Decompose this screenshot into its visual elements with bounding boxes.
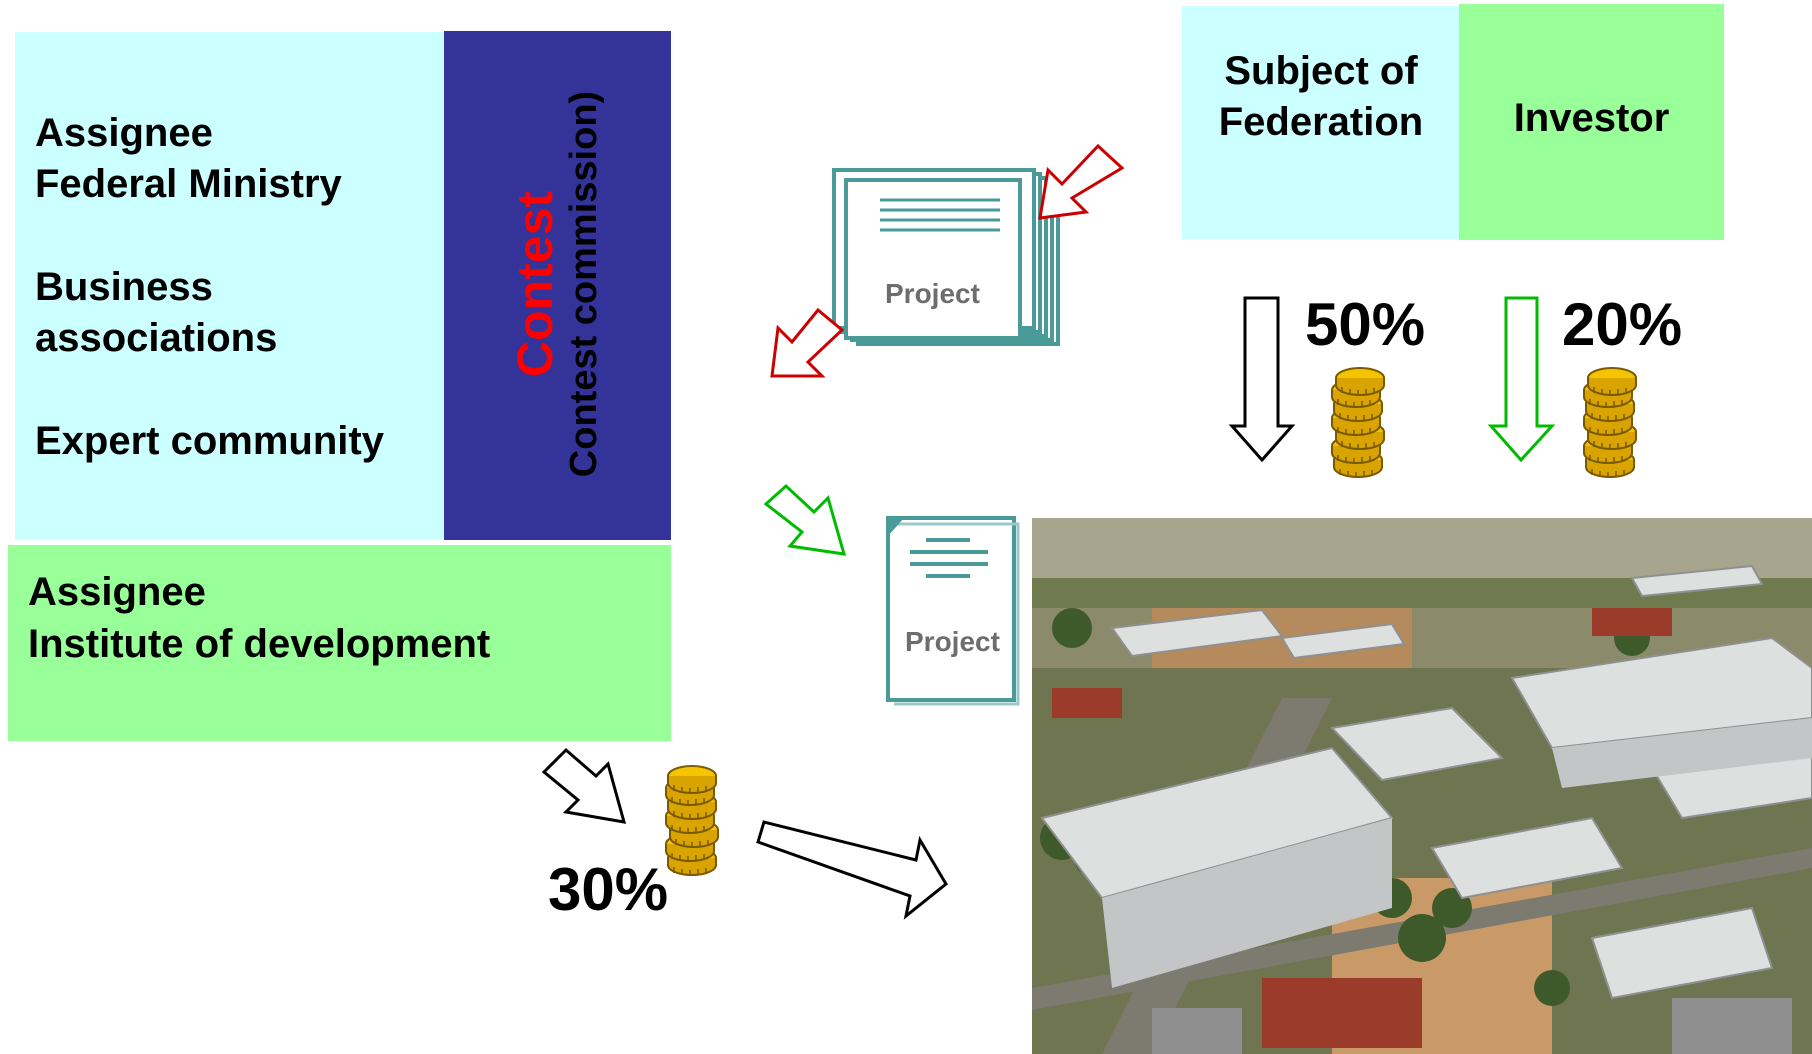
stakeholder-list: Assignee Federal Ministry Business assoc… <box>35 108 384 467</box>
arrow-icon <box>756 820 948 920</box>
contest-panel <box>444 31 671 540</box>
arrow-icon <box>763 483 847 556</box>
share-institute: 30% <box>548 856 669 923</box>
document-icon <box>886 516 1020 706</box>
industrial-park-photo <box>1032 518 1812 1054</box>
institute-panel <box>8 545 671 741</box>
share-federation: 50% <box>1305 291 1426 358</box>
arrow-icon <box>1228 296 1296 463</box>
institute-label: Assignee Institute of development <box>28 566 490 670</box>
stakeholder-federal-ministry: Federal Ministry <box>35 162 342 206</box>
coin-stack-icon <box>1331 367 1385 479</box>
stakeholder-business: Business <box>35 265 213 309</box>
stack-project-label: Project <box>885 278 980 309</box>
arrow-icon <box>1487 296 1556 463</box>
arrow-icon <box>1038 143 1125 220</box>
stakeholder-associations: associations <box>35 316 278 360</box>
arrow-icon <box>541 747 627 824</box>
federation-panel <box>1182 6 1460 239</box>
single-project-label: Project <box>905 626 1000 657</box>
coin-stack-icon <box>665 765 719 877</box>
federation-line1: Subject of <box>1224 49 1418 93</box>
stakeholder-expert-community: Expert community <box>35 419 384 463</box>
federation-label: Subject of Federation <box>1182 46 1460 148</box>
investor-panel <box>1459 4 1724 240</box>
document-stack-icon <box>832 168 1060 346</box>
federation-line2: Federation <box>1218 100 1424 144</box>
institute-assignee: Assignee <box>28 570 206 614</box>
share-investor: 20% <box>1562 291 1683 358</box>
coin-stack-icon <box>1583 367 1637 479</box>
arrow-icon <box>770 307 845 378</box>
investor-label: Investor <box>1513 96 1670 140</box>
stakeholder-panel <box>15 32 445 540</box>
stakeholder-assignee: Assignee <box>35 111 213 155</box>
institute-name: Institute of development <box>28 622 491 666</box>
